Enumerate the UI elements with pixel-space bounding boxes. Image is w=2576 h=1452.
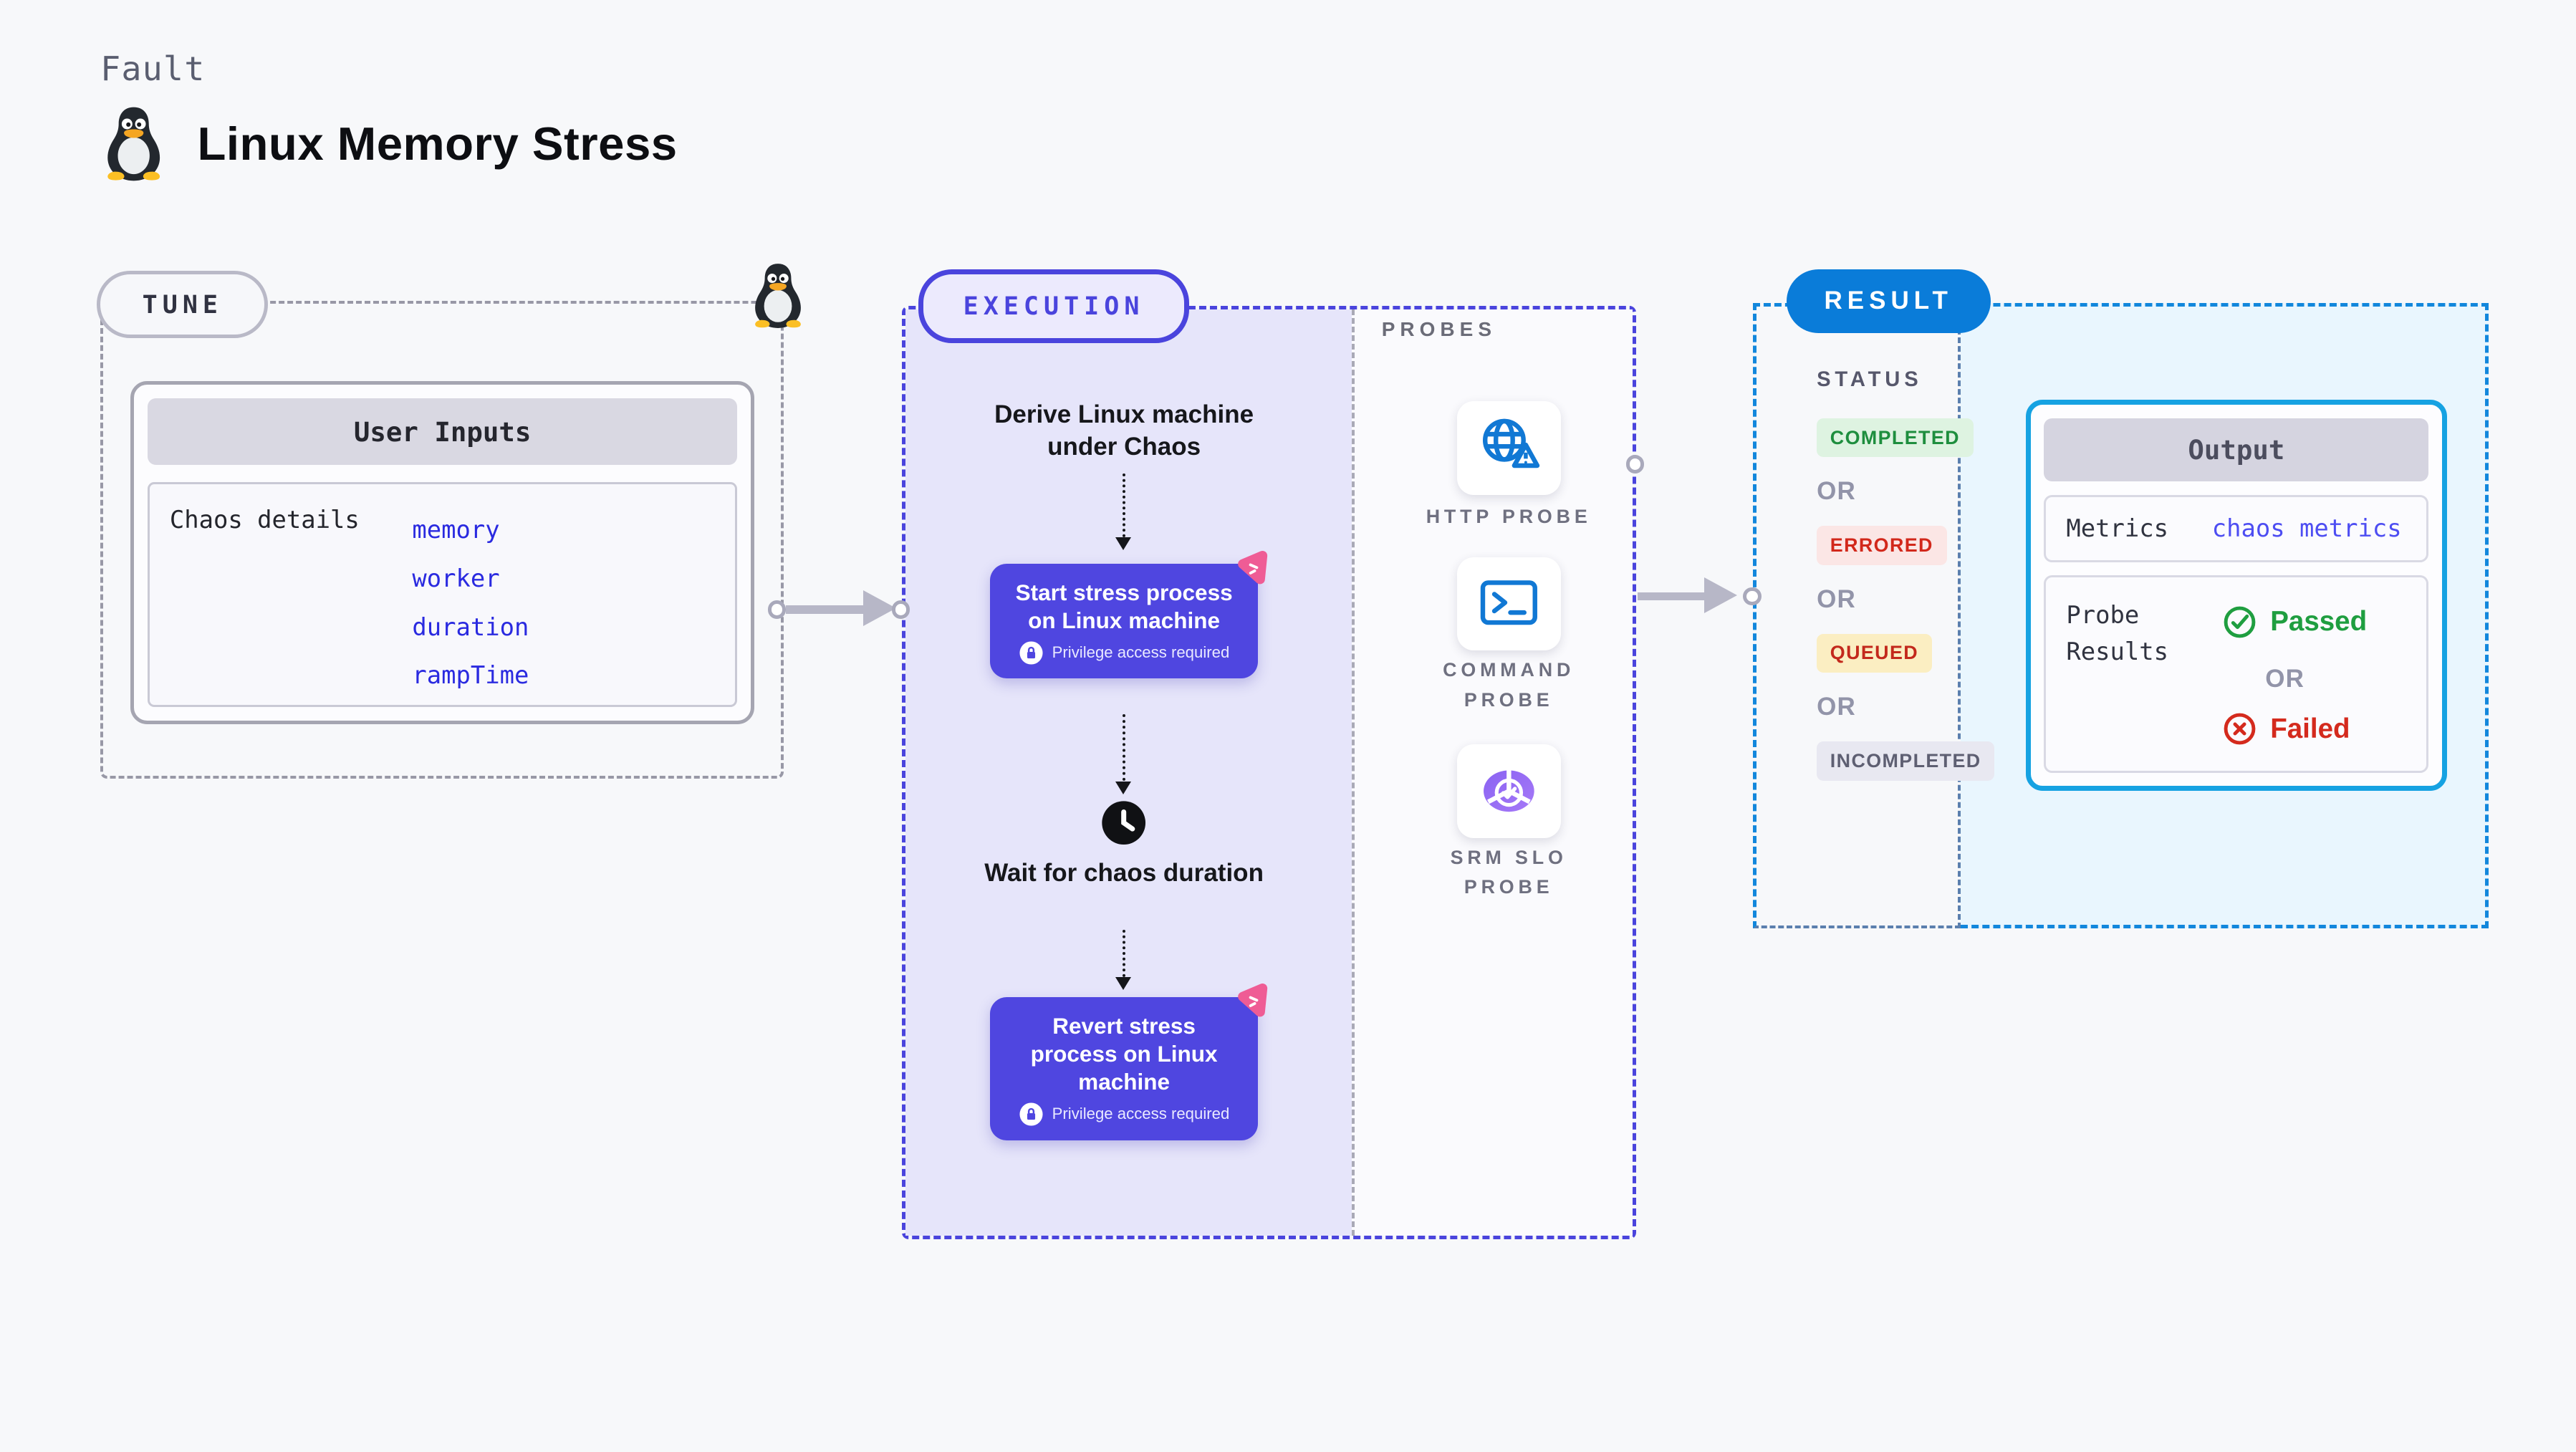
input-value: worker <box>412 564 500 592</box>
tux-penguin-icon-small <box>754 264 801 329</box>
tune-edge-connector <box>767 600 787 619</box>
lock-icon <box>1019 641 1043 665</box>
command-probe-card <box>1456 557 1561 651</box>
status-heading: STATUS <box>1817 367 1923 391</box>
metrics-row: Metrics chaos metrics <box>2044 495 2429 562</box>
http-probe-label: HTTP PROBE <box>1426 505 1592 527</box>
result-status-column: STATUS COMPLETED OR ERRORED OR QUEUED OR… <box>1753 302 1995 928</box>
flow-arrow-down <box>1116 714 1130 795</box>
output-card: Output Metrics chaos metrics Probe Resul… <box>2025 400 2448 792</box>
globe-alert-icon <box>1482 419 1539 468</box>
fault-kicker: Fault <box>100 50 206 90</box>
clock-icon <box>1102 801 1146 845</box>
user-inputs-card: User Inputs Chaos details memory worker … <box>130 381 755 725</box>
tune-section-label: TUNE <box>97 271 269 339</box>
or-label: OR <box>1817 585 1856 613</box>
failed-label: Failed <box>2270 713 2350 744</box>
probe-results-row: Probe Results Passed OR Failed <box>2044 575 2429 773</box>
input-value: memory <box>412 516 500 544</box>
metrics-label: Metrics <box>2066 514 2168 543</box>
check-circle-icon <box>2224 606 2255 638</box>
tune-to-execution-arrow-head <box>862 590 896 627</box>
privilege-row: Privilege access required <box>1007 640 1241 665</box>
flow-arrow-down <box>1116 473 1130 551</box>
terminal-icon <box>1480 580 1537 625</box>
user-inputs-title: User Inputs <box>147 398 738 466</box>
privilege-note: Privilege access required <box>1052 643 1230 662</box>
srm-slo-probe-card <box>1456 744 1561 838</box>
metrics-value: chaos metrics <box>2211 514 2402 543</box>
or-label: OR <box>1817 477 1856 506</box>
status-badge-completed: COMPLETED <box>1817 418 1974 458</box>
probes-edge-connector <box>1625 455 1645 473</box>
status-badge-errored: ERRORED <box>1817 526 1947 565</box>
execution-section-label: EXECUTION <box>918 269 1190 343</box>
execution-edge-connector <box>891 600 910 619</box>
status-badge-queued: QUEUED <box>1817 633 1932 673</box>
probe-results-label: Probe Results <box>2066 601 2168 665</box>
probe-result-passed: Passed <box>2222 605 2368 640</box>
probe-result-failed: Failed <box>2222 711 2350 746</box>
status-badge-incompleted: INCOMPLETED <box>1817 741 1995 781</box>
revert-stress-node: Revert stress process on Linux machine P… <box>990 996 1258 1140</box>
http-probe-card <box>1456 401 1561 496</box>
output-title: Output <box>2044 418 2429 482</box>
page-title: Linux Memory Stress <box>197 117 678 170</box>
input-value: rampTime <box>412 661 529 690</box>
probes-heading: PROBES <box>1381 317 1497 340</box>
passed-label: Passed <box>2270 606 2368 638</box>
execution-to-result-arrow-head <box>1704 577 1737 613</box>
privilege-row: Privilege access required <box>1007 1102 1241 1127</box>
title-row: Linux Memory Stress <box>100 104 678 184</box>
tux-penguin-icon <box>107 107 160 181</box>
slo-donut-check-icon <box>1483 768 1534 812</box>
start-stress-node: Start stress process on Linux machine Pr… <box>990 563 1258 679</box>
wait-step-text: Wait for chaos duration <box>984 858 1264 887</box>
execution-to-result-arrow-line <box>1637 592 1708 601</box>
chaos-details-values: memory worker duration rampTime <box>412 506 529 700</box>
or-label: OR <box>2265 664 2305 693</box>
srm-slo-probe-label: SRM SLO PROBE <box>1450 846 1567 898</box>
command-probe-label: COMMAND PROBE <box>1443 659 1575 711</box>
revert-stress-node-text: Revert stress process on Linux machine <box>1030 1012 1218 1095</box>
chaos-logo-icon <box>1237 550 1267 584</box>
or-label: OR <box>1817 693 1856 721</box>
privilege-note: Privilege access required <box>1052 1105 1230 1123</box>
x-circle-icon <box>2224 713 2255 745</box>
chaos-logo-icon <box>1237 984 1267 1017</box>
flow-arrow-down <box>1116 930 1130 991</box>
derive-step-text: Derive Linux machine under Chaos <box>994 400 1254 461</box>
user-inputs-body: Chaos details memory worker duration ram… <box>147 481 738 707</box>
start-stress-node-text: Start stress process on Linux machine <box>1015 579 1233 634</box>
status-list: COMPLETED OR ERRORED OR QUEUED OR INCOMP… <box>1817 418 1995 781</box>
input-value: duration <box>412 612 529 641</box>
result-section-label: RESULT <box>1786 269 1991 333</box>
chaos-details-label: Chaos details <box>169 506 360 534</box>
result-edge-connector <box>1743 587 1762 606</box>
lock-icon <box>1019 1102 1043 1126</box>
tune-to-execution-arrow-line <box>786 605 867 614</box>
tune-section-box <box>100 301 784 779</box>
